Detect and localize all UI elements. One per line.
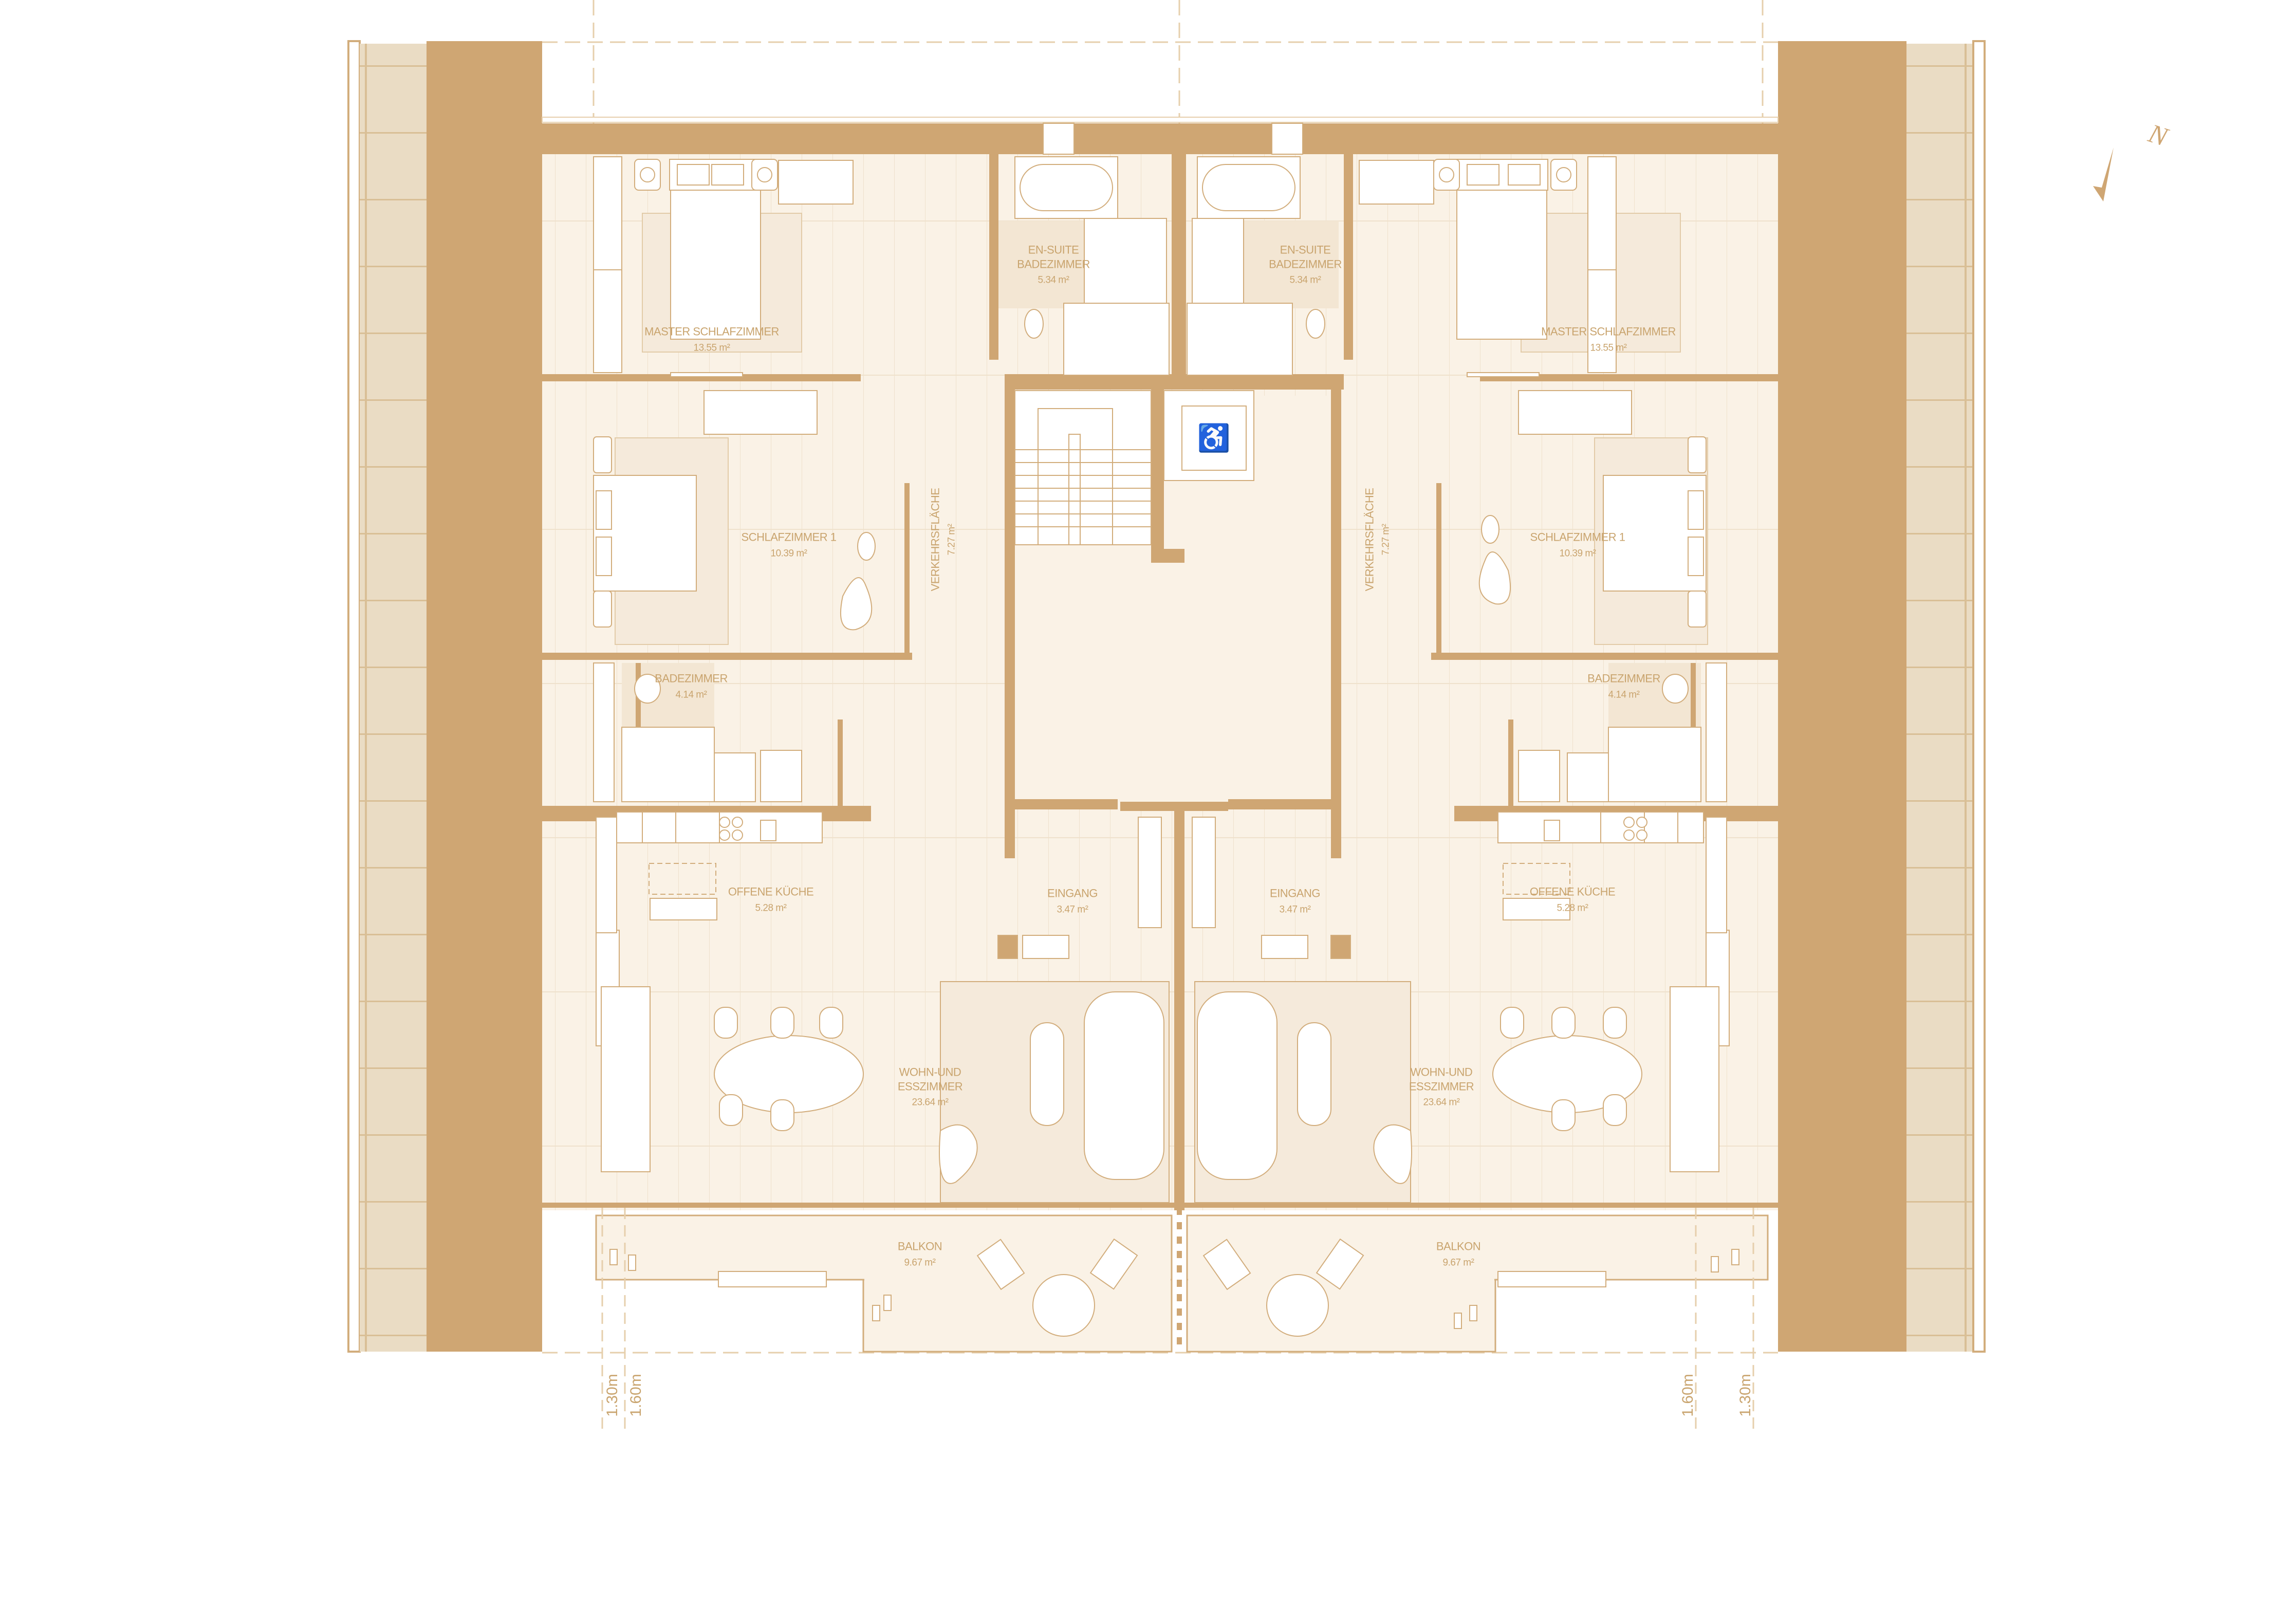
label-living-right: WOHN-UND ESSZIMMER 23.64 m² bbox=[1409, 1065, 1474, 1108]
label-bedroom1-left: SCHLAFZIMMER 1 10.39 m² bbox=[741, 530, 837, 559]
living-left bbox=[601, 981, 1170, 1203]
roof-outline bbox=[542, 0, 1778, 1354]
dimension-label: 1.30m bbox=[1737, 1374, 1754, 1417]
dimension-lines bbox=[601, 1208, 1754, 1429]
north-indicator: N bbox=[2127, 113, 2174, 216]
label-entrance-right: EINGANG 3.47 m² bbox=[1270, 887, 1320, 915]
kitchen-left bbox=[596, 811, 823, 1046]
dimension-label: 1.60m bbox=[627, 1374, 644, 1417]
label-kitchen-left: OFFENE KÜCHE 5.28 m² bbox=[728, 885, 814, 913]
walls bbox=[542, 123, 1778, 1210]
label-balcony-left: BALKON 9.67 m² bbox=[897, 1240, 942, 1268]
bedroom1-left bbox=[593, 390, 876, 631]
elevator: ♿ bbox=[1163, 390, 1254, 481]
right-side-panel bbox=[1778, 40, 1986, 1353]
balconies bbox=[595, 1208, 1769, 1353]
left-side-panel bbox=[347, 40, 542, 1353]
label-balcony-right: BALKON 9.67 m² bbox=[1436, 1240, 1481, 1268]
ensuite-fixtures bbox=[1014, 156, 1325, 376]
windows bbox=[1043, 123, 1303, 155]
living-right bbox=[1194, 981, 1719, 1203]
label-entrance-left: EINGANG 3.47 m² bbox=[1047, 887, 1098, 915]
master-bed-left bbox=[593, 156, 854, 377]
label-master-bedroom-right: MASTER SCHLAFZIMMER 13.55 m² bbox=[1541, 325, 1676, 353]
label-kitchen-right: OFFENE KÜCHE 5.28 m² bbox=[1529, 885, 1616, 913]
staircase bbox=[1014, 390, 1152, 545]
label-living-left: WOHN-UND ESSZIMMER 23.64 m² bbox=[897, 1065, 963, 1108]
wheelchair-icon: ♿ bbox=[1197, 422, 1231, 453]
master-bed-right bbox=[1359, 156, 1617, 377]
label-circulation-right: VERKEHRSFLÄCHE 7.27 m² bbox=[1363, 488, 1391, 592]
north-label: N bbox=[2145, 119, 2171, 152]
label-circulation-left: VERKEHRSFLÄCHE 7.27 m² bbox=[929, 488, 957, 592]
north-arrow-icon bbox=[2093, 147, 2114, 201]
label-ensuite-left: EN-SUITE BADEZIMMER 5.34 m² bbox=[1017, 243, 1090, 286]
label-bathroom-left: BADEZIMMER 4.14 m² bbox=[655, 672, 728, 700]
label-master-bedroom-left: MASTER SCHLAFZIMMER 13.55 m² bbox=[644, 325, 779, 353]
label-bedroom1-right: SCHLAFZIMMER 1 10.39 m² bbox=[1530, 530, 1625, 559]
entrance-fixtures bbox=[997, 817, 1351, 959]
label-ensuite-right: EN-SUITE BADEZIMMER 5.34 m² bbox=[1269, 243, 1342, 286]
label-bathroom-right: BADEZIMMER 4.14 m² bbox=[1587, 672, 1660, 700]
bedroom1-right bbox=[1478, 390, 1707, 628]
bathroom-fixtures bbox=[593, 662, 1727, 802]
dimension-label: 1.30m bbox=[604, 1374, 621, 1417]
dimension-label: 1.60m bbox=[1679, 1374, 1696, 1417]
